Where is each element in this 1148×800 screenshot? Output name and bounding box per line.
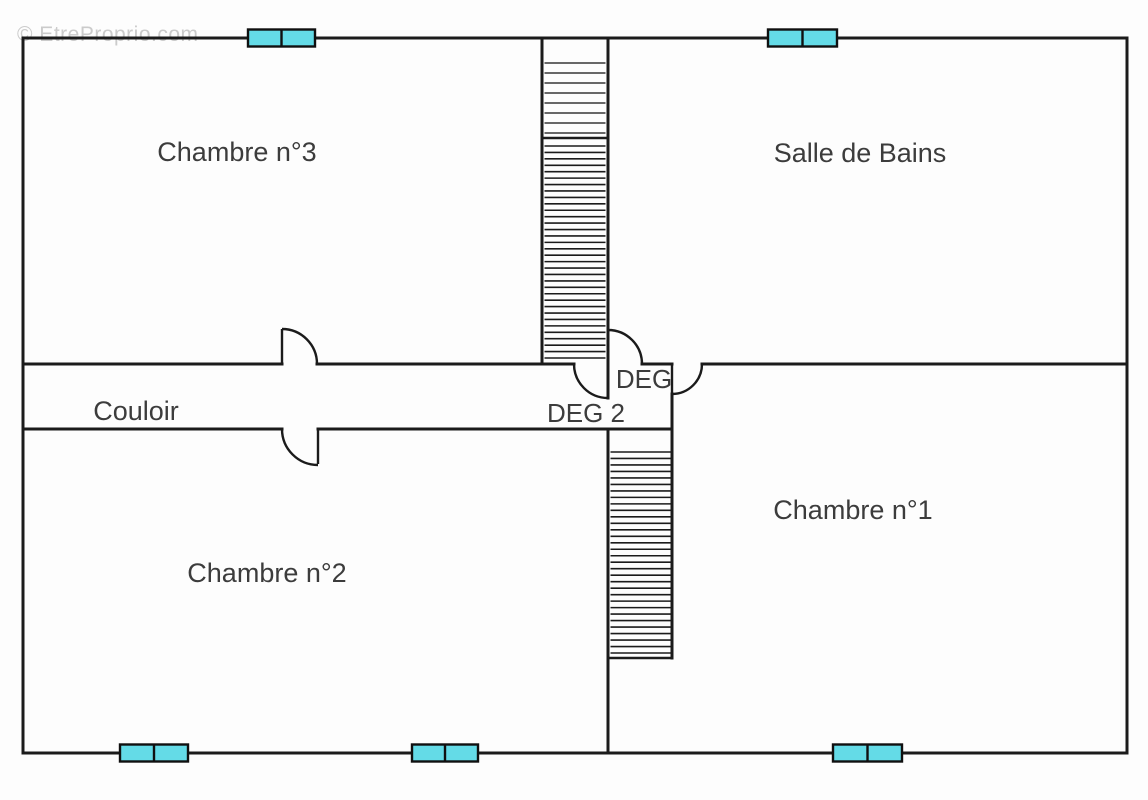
- door-swing-arc: [607, 328, 644, 365]
- window-bottom-middle: [410, 743, 480, 763]
- room-label-chambre-2: Chambre n°2: [187, 558, 346, 588]
- room-label-deg2: DEG 2: [547, 398, 625, 428]
- door-chambre2: [280, 428, 320, 467]
- door-deg-salle-de-bains: [607, 328, 644, 365]
- door-swing-arc: [281, 327, 319, 365]
- watermark-text: © EtreProprio.com: [17, 23, 199, 46]
- door-swing-arc: [280, 428, 319, 467]
- window-bottom-left: [118, 743, 190, 763]
- window-bottom-right: [831, 743, 904, 763]
- room-label-couloir: Couloir: [93, 396, 179, 426]
- stairs-main-flight: [544, 145, 606, 359]
- room-label-chambre-1: Chambre n°1: [773, 495, 932, 525]
- door-chambre1: [670, 363, 704, 396]
- stairs-lower-flight: [610, 451, 671, 654]
- window-top-left: [246, 28, 317, 48]
- stairs-upper-flight: [544, 62, 606, 134]
- window-top-right: [766, 28, 839, 48]
- door-swing-arc: [671, 363, 704, 396]
- door-deg2-stairs: [572, 363, 609, 400]
- room-label-salle-de-bains: Salle de Bains: [774, 138, 947, 168]
- room-label-chambre-3: Chambre n°3: [157, 137, 316, 167]
- outer-wall: [21, 36, 1129, 755]
- room-label-deg: DEG: [616, 364, 672, 394]
- door-swing-arc: [572, 363, 609, 400]
- door-chambre3: [280, 327, 319, 365]
